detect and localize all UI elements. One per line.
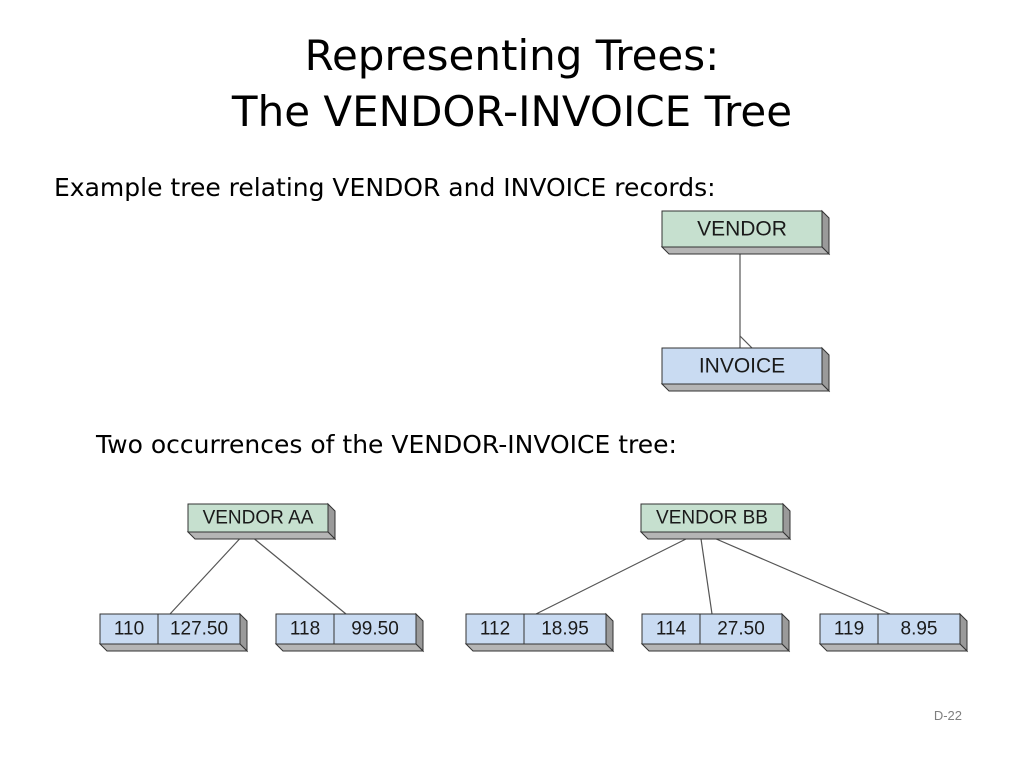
occurrence-2-invoice-2-amount: 27.50 [717, 619, 765, 640]
title-line-2: The VENDOR-INVOICE Tree [231, 87, 793, 136]
occurrence-2-connector-1 [535, 531, 701, 615]
occurrence-1-connector-1 [169, 531, 247, 615]
occurrence-2-connector-2 [699, 531, 713, 615]
occurrence-2-vendor-box [639, 502, 792, 541]
tree-boxes: VENDOR INVOICE VENDOR AA 110 127.50 118 99.50 V… [98, 209, 969, 653]
page-number: D-22 [933, 708, 962, 723]
tree-connectors [169, 247, 891, 615]
occurrence-1-connector-2 [245, 531, 347, 615]
occurrence-1-invoice-1-box [98, 612, 249, 653]
occurrence-2-invoice-1-box [464, 612, 615, 653]
occurrence-2-invoice-1-amount: 18.95 [541, 619, 589, 640]
schema-invoice-box [660, 346, 831, 393]
occurrence-1-vendor-box [186, 502, 337, 541]
schema-crowfoot [739, 335, 753, 349]
occurrence-1-invoice-2-box [274, 612, 425, 653]
occurrence-2-invoice-3-amount: 8.95 [901, 619, 938, 640]
schema-caption: Example tree relating VENDOR and INVOICE… [54, 173, 716, 202]
occurrence-2-invoice-3-box [818, 612, 969, 653]
occurrence-2-invoice-2-box [640, 612, 791, 653]
occurrence-1-invoice-1-number: 110 [114, 619, 144, 640]
schema-invoice-label: INVOICE [699, 355, 785, 378]
occurrence-2-connector-3 [699, 531, 891, 615]
occurrence-1-invoice-1-amount: 127.50 [170, 619, 228, 640]
occurrences-caption: Two occurrences of the VENDOR-INVOICE tr… [96, 430, 677, 459]
schema-vendor-label: VENDOR [697, 218, 787, 241]
occurrence-1-invoice-2-number: 118 [290, 619, 320, 640]
occurrence-2-invoice-1-number: 112 [480, 619, 510, 640]
slide-title: Representing Trees: The VENDOR-INVOICE T… [0, 28, 1024, 140]
occurrence-2-vendor-label: VENDOR BB [656, 508, 768, 529]
occurrence-1-vendor-label: VENDOR AA [203, 508, 314, 529]
schema-vendor-box [660, 209, 831, 256]
title-line-1: Representing Trees: [304, 31, 720, 80]
occurrence-2-invoice-3-number: 119 [834, 619, 864, 640]
occurrence-2-invoice-2-number: 114 [656, 619, 687, 640]
occurrence-1-invoice-2-amount: 99.50 [351, 619, 399, 640]
